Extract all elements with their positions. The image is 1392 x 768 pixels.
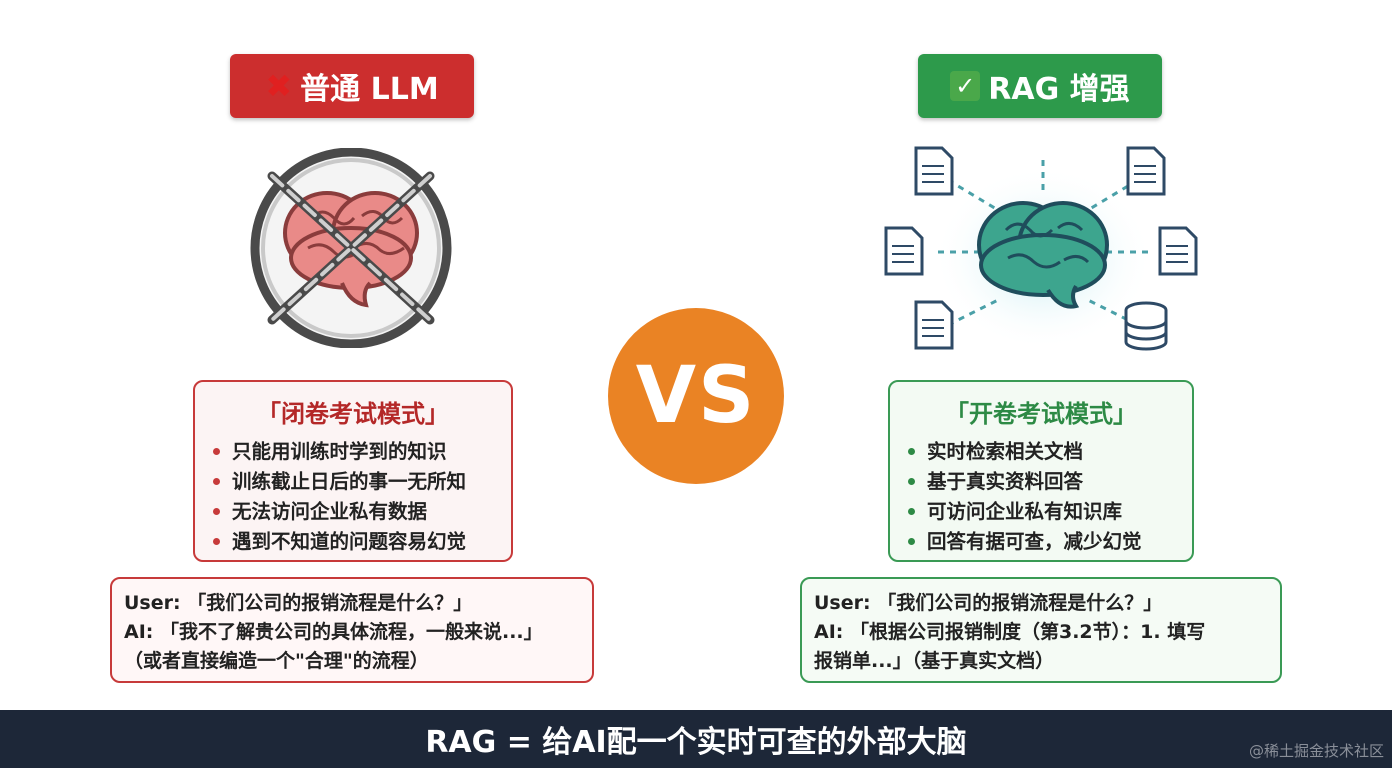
rag-badge: ✓ RAG 增强 (918, 54, 1162, 118)
closed-book-list: 只能用训练时学到的知识 训练截止日后的事一无所知 无法访问企业私有数据 遇到不知… (195, 437, 511, 557)
open-book-card: 「开卷考试模式」 实时检索相关文档 基于真实资料回答 可访问企业私有知识库 回答… (888, 380, 1194, 562)
plain-llm-dialog: User: 「我们公司的报销流程是什么？」 AI: 「我不了解贵公司的具体流程，… (110, 577, 594, 683)
list-item: 基于真实资料回答 (908, 467, 1192, 497)
cross-icon: ✖ (265, 67, 293, 105)
list-item: 可访问企业私有知识库 (908, 497, 1192, 527)
database-icon (1124, 301, 1168, 351)
chained-brain-icon (250, 148, 452, 348)
plain-llm-badge-label: 普通 LLM (300, 72, 439, 107)
rag-badge-label: RAG 增强 (988, 72, 1130, 107)
list-item: 遇到不知道的问题容易幻觉 (213, 527, 511, 557)
dialog-line: User: 「我们公司的报销流程是什么？」 (814, 592, 1163, 614)
closed-book-card: 「闭卷考试模式」 只能用训练时学到的知识 训练截止日后的事一无所知 无法访问企业… (193, 380, 513, 562)
watermark: @稀土掘金技术社区 (1248, 742, 1384, 760)
list-item: 回答有据可查，减少幻觉 (908, 527, 1192, 557)
list-item: 只能用训练时学到的知识 (213, 437, 511, 467)
open-book-list: 实时检索相关文档 基于真实资料回答 可访问企业私有知识库 回答有据可查，减少幻觉 (890, 437, 1192, 557)
list-item: 无法访问企业私有数据 (213, 497, 511, 527)
summary-bar: RAG = 给AI配一个实时可查的外部大脑 (0, 710, 1392, 768)
dialog-line: User: 「我们公司的报销流程是什么？」 (124, 592, 473, 614)
summary-text: RAG = 给AI配一个实时可查的外部大脑 (425, 725, 967, 760)
check-icon: ✓ (950, 71, 981, 101)
dialog-line: 报销单...」（基于真实文档） (814, 650, 1055, 672)
plain-llm-badge: ✖ 普通 LLM (230, 54, 474, 118)
vs-badge: VS (608, 308, 784, 484)
dialog-line: （或者直接编造一个"合理"的流程） (124, 650, 429, 672)
closed-book-title: 「闭卷考试模式」 (257, 400, 449, 428)
list-item: 实时检索相关文档 (908, 437, 1192, 467)
dialog-line: AI: 「根据公司报销制度（第3.2节）：1. 填写 (814, 621, 1206, 643)
list-item: 训练截止日后的事一无所知 (213, 467, 511, 497)
vs-label: VS (635, 351, 757, 441)
rag-dialog: User: 「我们公司的报销流程是什么？」 AI: 「根据公司报销制度（第3.2… (800, 577, 1282, 683)
connected-brain-icon (884, 146, 1198, 351)
open-book-title: 「开卷考试模式」 (945, 400, 1137, 428)
dialog-line: AI: 「我不了解贵公司的具体流程，一般来说...」 (124, 621, 543, 643)
